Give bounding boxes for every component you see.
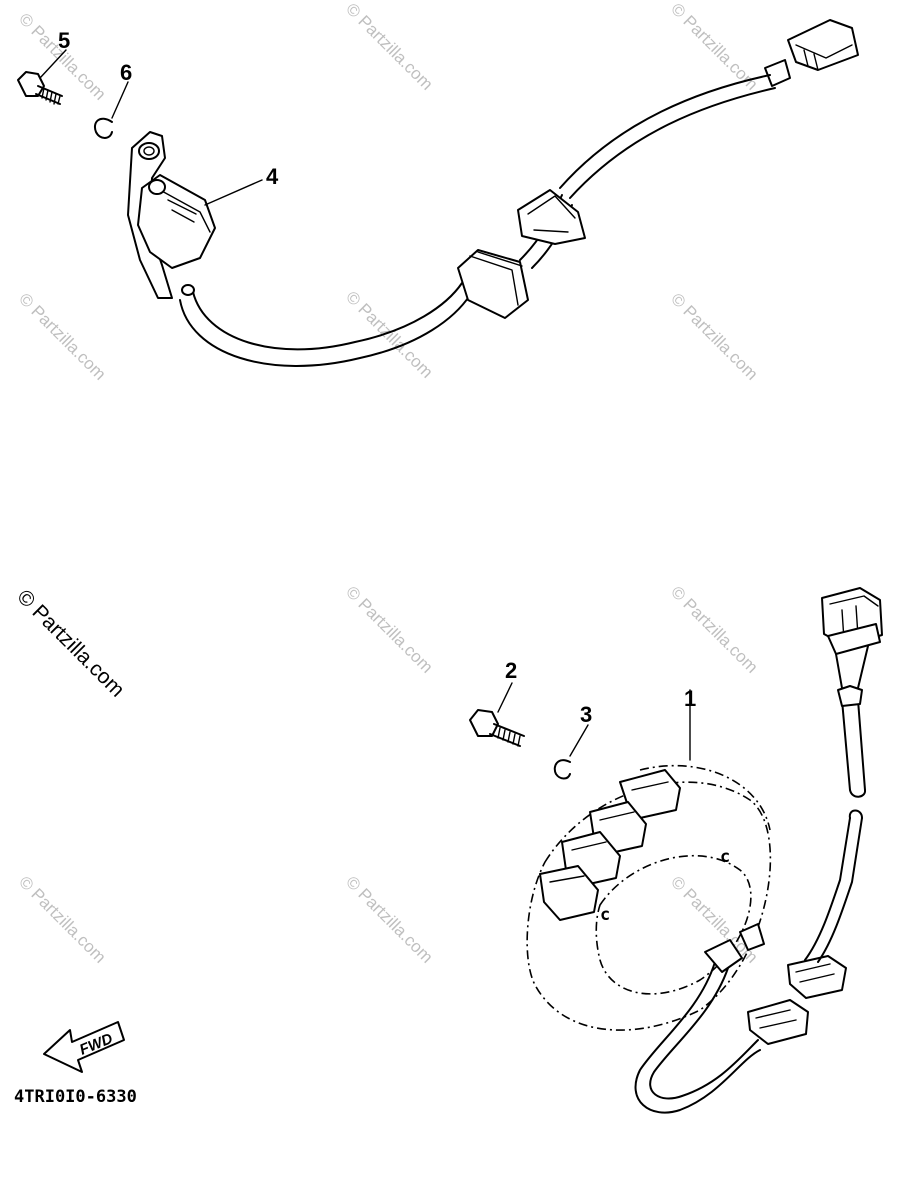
bolt-2 (469, 709, 525, 747)
watermark: © Partzilla.com (667, 289, 761, 383)
clip-3 (553, 759, 571, 780)
bolt-5 (17, 71, 63, 105)
mark-c: c (720, 847, 730, 867)
callout-2: 2 (505, 658, 517, 683)
clip-6 (94, 117, 113, 139)
callout-4: 4 (266, 164, 279, 189)
reference-code: 4TRI0I0-6330 (14, 1087, 137, 1107)
copyright-notice: © Partzilla.com (12, 585, 128, 701)
watermark: © Partzilla.com (342, 872, 436, 966)
callout-6: 6 (120, 60, 132, 85)
watermark: © Partzilla.com (342, 0, 436, 94)
watermark: © Partzilla.com (15, 289, 109, 383)
watermark: © Partzilla.com (667, 582, 761, 676)
watermark: © Partzilla.com (342, 582, 436, 676)
pickup-coil-assembly (127, 19, 859, 367)
stator-assembly: c c (526, 587, 883, 1114)
fwd-arrow-icon: FWD (43, 1021, 125, 1073)
stator-poles (539, 769, 681, 921)
watermark: © Partzilla.com (15, 872, 109, 966)
callout-1: 1 (684, 686, 696, 711)
watermark-layer: © Partzilla.com © Partzilla.com © Partzi… (15, 0, 761, 967)
mark-c: c (600, 905, 610, 925)
callout-5: 5 (58, 28, 70, 53)
callout-3: 3 (580, 702, 592, 727)
fwd-label: FWD (77, 1030, 115, 1059)
